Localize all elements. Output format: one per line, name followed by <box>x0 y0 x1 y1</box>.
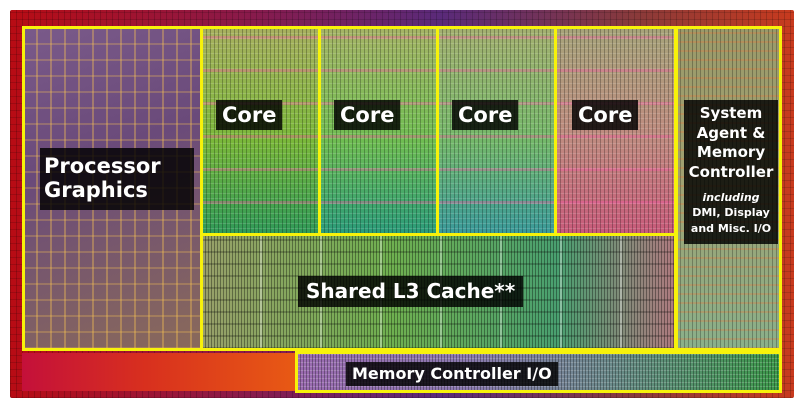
shared-cache-label: Shared L3 Cache** <box>298 276 524 307</box>
core-label-4: Core <box>572 100 639 131</box>
memory-controller-io-label: Memory Controller I/O <box>346 362 558 387</box>
core-region-1 <box>202 27 320 234</box>
core-label-2: Core <box>334 100 401 131</box>
core-label-1: Core <box>216 100 283 131</box>
core-region-3 <box>438 27 556 234</box>
system-agent-note: DMI, Display and Misc. I/O <box>690 205 772 236</box>
system-agent-note-prefix: including <box>702 191 760 204</box>
bottom-left-strip <box>22 353 297 391</box>
processor-graphics-label: Processor Graphics <box>40 148 194 211</box>
core-label-3: Core <box>452 100 519 131</box>
core-region-2 <box>320 27 438 234</box>
system-agent-title: System Agent & Memory Controller <box>688 104 774 181</box>
system-agent-label-box: System Agent & Memory Controller includi… <box>684 100 778 244</box>
core-region-4 <box>556 27 674 234</box>
